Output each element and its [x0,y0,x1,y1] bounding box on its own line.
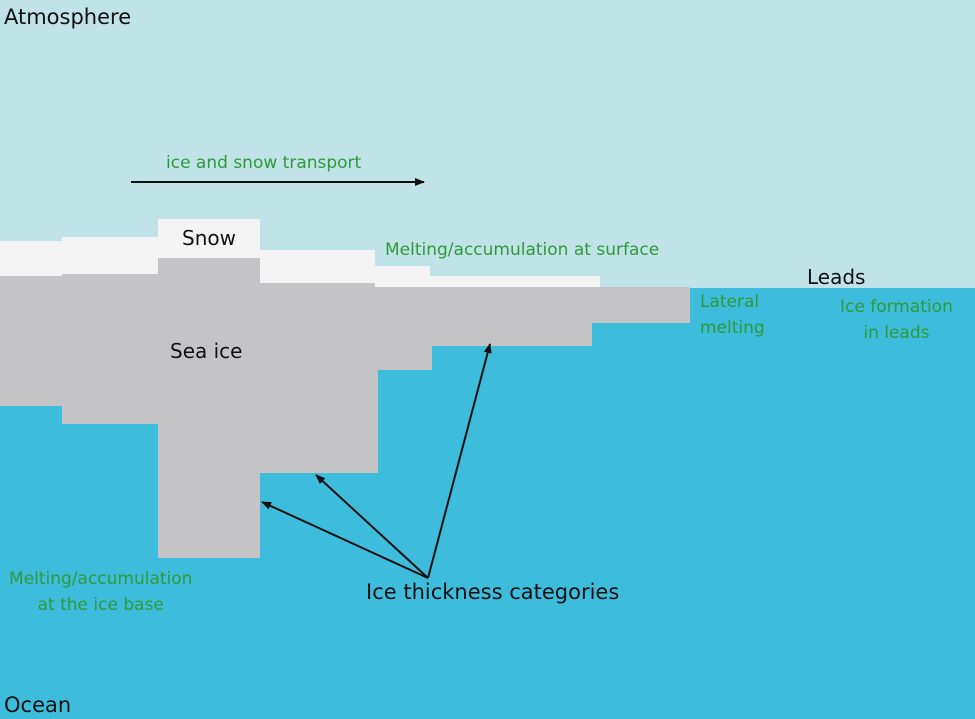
leads-label: Leads [807,265,866,289]
lead-formation-line-2: in leads [863,323,930,343]
ocean-label: Ocean [4,693,72,717]
lateral-melting-label: Lateral melting [700,289,765,341]
atmosphere-label: Atmosphere [4,5,132,29]
surface-melt-label: Melting/accumulation at surface [385,240,660,260]
lateral-melting-line-1: Lateral [700,292,760,312]
ice-base-line-2: at the ice base [37,595,164,615]
snow-layer [0,219,600,288]
ice-base-label: Melting/accumulation at the ice base [9,566,192,618]
ice-thickness-categories-label: Ice thickness categories [366,580,620,604]
lead-formation-label: Ice formation in leads [840,294,953,346]
snow-label: Snow [182,226,236,250]
lateral-melting-line-2: melting [700,318,765,338]
lead-formation-line-1: Ice formation [840,297,953,317]
ice-base-line-1: Melting/accumulation [9,569,193,589]
transport-label: ice and snow transport [166,153,362,173]
category-arrow-2 [315,474,429,579]
category-arrow-1 [261,501,429,579]
category-arrow-3 [427,343,492,579]
sea-ice-label: Sea ice [170,339,243,363]
sea-ice-block [0,258,690,558]
